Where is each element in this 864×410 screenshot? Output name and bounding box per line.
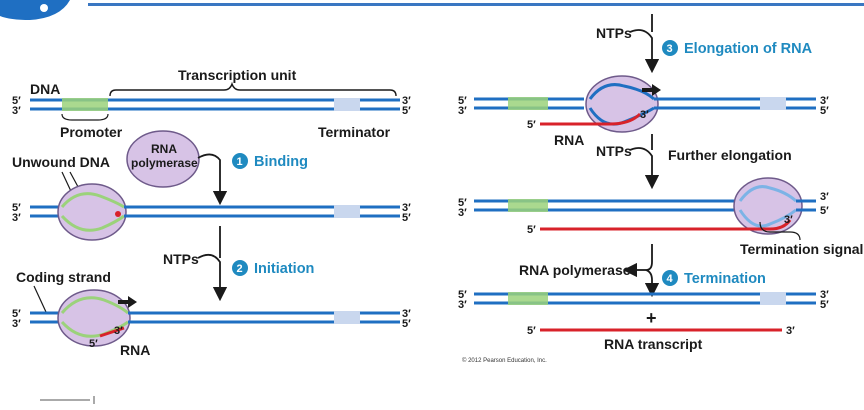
prime-5-rna-init: 5′ (89, 338, 98, 350)
prime-5-further-r: 5′ (820, 205, 829, 217)
prime-3-term: 3′ (458, 299, 467, 311)
header-bar (88, 3, 864, 6)
prime-5-right: 5′ (402, 105, 411, 117)
copyright-text: © 2012 Pearson Education, Inc. (462, 357, 547, 364)
rna-polymerase-label-2: polymerase (131, 156, 198, 170)
prime-3-further: 3′ (458, 207, 467, 219)
step4-badge (662, 270, 678, 286)
prime-3-rna-elong: 3′ (640, 109, 649, 121)
prime-5-init: 5′ (12, 308, 21, 320)
step2-badge (232, 260, 248, 276)
prime-3-transcript: 3′ (786, 325, 795, 337)
logo-fragment (0, 0, 70, 20)
step3-badge (662, 40, 678, 56)
prime-5-top: 5′ (12, 95, 21, 107)
prime-5-transcript: 5′ (527, 325, 536, 337)
initiation-arrow (197, 253, 228, 302)
prime-5-term: 5′ (458, 289, 467, 301)
logo-dot (40, 4, 48, 12)
ntps-label-elongation: NTPs (596, 25, 632, 41)
prime-3-term-r: 3′ (820, 289, 829, 301)
terminator-region (334, 98, 360, 111)
prime-5-elong-r: 5′ (820, 105, 829, 117)
prime-5-term-r: 5′ (820, 299, 829, 311)
binding-dna (30, 98, 400, 111)
prime-5-rna-elong: 5′ (527, 119, 536, 131)
initiation-dna (30, 289, 400, 347)
step4-number: 4 (667, 273, 674, 285)
promoter-label: Promoter (60, 124, 123, 140)
prime-3-right: 3′ (402, 95, 411, 107)
prime-3-bottom: 3′ (12, 105, 21, 117)
prime-3-unwound: 3′ (12, 212, 21, 224)
dna-label: DNA (30, 81, 60, 97)
termination-signal-label: Termination signal (740, 241, 863, 257)
unwound-dna-label: Unwound DNA (12, 154, 110, 170)
rna-label-elong: RNA (554, 132, 584, 148)
rna-polymerase-term-label: RNA polymerase (519, 262, 631, 278)
step3-title-bold: Elongation (684, 41, 759, 57)
step2-title: Initiation (254, 261, 314, 277)
unwound-dna (30, 183, 400, 241)
rna-polymerase-label-1: RNA (151, 142, 177, 156)
prime-3-rna-further: 3′ (784, 214, 793, 226)
step1-title: Binding (254, 154, 308, 170)
transcription-unit-brace (109, 81, 397, 97)
elongation-arrow (629, 29, 660, 74)
termination-signal-brace (759, 221, 801, 241)
coding-strand-pointer (33, 285, 47, 313)
rna-polymerase-blob (126, 130, 200, 188)
prime-5-elong: 5′ (458, 95, 467, 107)
plus-sign: + (646, 308, 657, 328)
elongation-dna (474, 75, 816, 133)
step2-number: 2 (237, 263, 243, 275)
transcription-unit-label: Transcription unit (178, 67, 297, 83)
coding-strand-label: Coding strand (16, 269, 111, 285)
step1-badge (232, 153, 248, 169)
ntps-label-further: NTPs (596, 143, 632, 159)
prime-5-init-r: 5′ (402, 318, 411, 330)
prime-5-unwound-r: 5′ (402, 212, 411, 224)
prime-3-init: 3′ (12, 318, 21, 330)
binding-arrow (197, 153, 228, 206)
step4-title: Termination (684, 271, 766, 287)
terminator-label: Terminator (318, 124, 391, 140)
rna-transcript-label: RNA transcript (604, 336, 703, 352)
prime-3-init-r: 3′ (402, 308, 411, 320)
further-elongation-label: Further elongation (668, 147, 792, 163)
prime-3-rna-init: 3′ (114, 325, 123, 337)
prime-5-rna-further: 5′ (527, 224, 536, 236)
rna-label-init: RNA (120, 342, 150, 358)
termination-arrow (644, 244, 660, 298)
further-dna (474, 177, 816, 235)
step1-number: 1 (237, 156, 243, 168)
prime-3-further-r: 3′ (820, 191, 829, 203)
ntps-label-initiation: NTPs (163, 251, 199, 267)
prime-5-further: 5′ (458, 197, 467, 209)
promoter-region (62, 98, 108, 111)
step3-title-rest: of RNA (759, 41, 813, 57)
step3-number: 3 (667, 43, 673, 55)
step3-title: Elongation of RNA (684, 41, 813, 57)
prime-5-unwound: 5′ (12, 202, 21, 214)
prime-3-elong-r: 3′ (820, 95, 829, 107)
prime-3-elong: 3′ (458, 105, 467, 117)
promoter-brace (61, 113, 109, 121)
further-arrow (629, 147, 660, 190)
prime-3-unwound-r: 3′ (402, 202, 411, 214)
termination-dna (474, 292, 816, 305)
